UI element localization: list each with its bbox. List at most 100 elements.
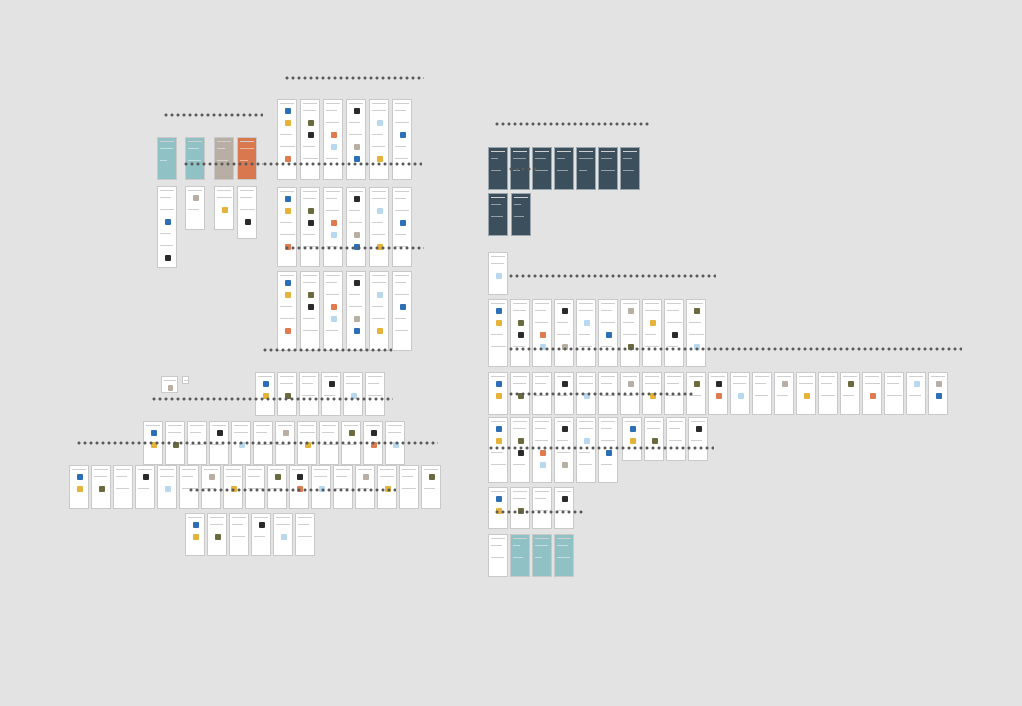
browse-flow-screen[interactable]	[333, 465, 353, 509]
browse-flow-screen[interactable]	[201, 465, 221, 509]
browse-flow-screen[interactable]	[399, 465, 419, 509]
product-grid-flow-screen[interactable]	[369, 99, 389, 180]
order-flow-screen[interactable]	[532, 487, 552, 529]
product-grid-flow-screen[interactable]	[277, 271, 297, 351]
browse-flow-screen[interactable]	[273, 513, 293, 556]
onboarding-flow-screen[interactable]	[157, 186, 177, 268]
product-grid-flow-screen[interactable]	[369, 187, 389, 267]
cart-flow-screen[interactable]	[554, 417, 574, 483]
browse-flow-screen[interactable]	[321, 372, 341, 416]
cart-flow-screen[interactable]	[532, 417, 552, 483]
browse-flow-screen[interactable]	[355, 465, 375, 509]
catalog-flow-screen[interactable]	[686, 372, 706, 415]
catalog-flow-screen[interactable]	[774, 372, 794, 415]
product-grid-flow-screen[interactable]	[392, 187, 412, 267]
product-grid-flow-screen[interactable]	[346, 271, 366, 351]
product-grid-flow-screen[interactable]	[300, 99, 320, 180]
product-detail-flow-screen[interactable]	[642, 299, 662, 367]
product-grid-flow-screen[interactable]	[369, 271, 389, 351]
browse-flow-screen[interactable]	[113, 465, 133, 509]
browse-flow-screen[interactable]	[182, 376, 189, 384]
product-grid-flow-screen[interactable]	[323, 99, 343, 180]
product-detail-flow-screen[interactable]	[598, 299, 618, 367]
cart-flow-screen[interactable]	[510, 417, 530, 483]
product-detail-flow-screen[interactable]	[686, 299, 706, 367]
onboarding-flow-screen[interactable]	[185, 186, 205, 230]
order-flow-screen[interactable]	[554, 487, 574, 529]
browse-flow-screen[interactable]	[311, 465, 331, 509]
catalog-flow-screen[interactable]	[488, 372, 508, 415]
order-flow-screen[interactable]	[488, 487, 508, 529]
product-grid-flow-screen[interactable]	[277, 99, 297, 180]
browse-flow-screen[interactable]	[207, 513, 227, 556]
browse-flow-screen[interactable]	[251, 513, 271, 556]
product-detail-flow-screen[interactable]	[488, 252, 508, 295]
browse-flow-screen[interactable]	[377, 465, 397, 509]
catalog-flow-screen[interactable]	[708, 372, 728, 415]
auth-flow-screen[interactable]	[620, 147, 640, 190]
browse-flow-screen[interactable]	[299, 372, 319, 416]
auth-flow-screen[interactable]	[576, 147, 596, 190]
product-grid-flow-screen[interactable]	[323, 187, 343, 267]
product-grid-flow-screen[interactable]	[323, 271, 343, 351]
onboarding-flow-screen[interactable]	[214, 137, 234, 180]
product-detail-flow-screen[interactable]	[576, 299, 596, 367]
product-detail-flow-screen[interactable]	[488, 299, 508, 367]
onboarding-flow-screen[interactable]	[185, 137, 205, 180]
onboarding-flow-screen[interactable]	[237, 186, 257, 239]
product-detail-flow-screen[interactable]	[620, 299, 640, 367]
cart-flow-screen[interactable]	[488, 417, 508, 483]
catalog-flow-screen[interactable]	[730, 372, 750, 415]
product-grid-flow-screen[interactable]	[346, 99, 366, 180]
catalog-flow-screen[interactable]	[796, 372, 816, 415]
order-flow-screen[interactable]	[488, 534, 508, 577]
auth-flow-screen[interactable]	[598, 147, 618, 190]
product-grid-flow-screen[interactable]	[392, 99, 412, 180]
browse-flow-screen[interactable]	[223, 465, 243, 509]
product-grid-flow-screen[interactable]	[392, 271, 412, 351]
cart-flow-screen[interactable]	[666, 417, 686, 461]
cart-flow-screen[interactable]	[688, 417, 708, 461]
product-detail-flow-screen[interactable]	[554, 299, 574, 367]
catalog-flow-screen[interactable]	[928, 372, 948, 415]
catalog-flow-screen[interactable]	[862, 372, 882, 415]
onboarding-flow-screen[interactable]	[214, 186, 234, 230]
catalog-flow-screen[interactable]	[884, 372, 904, 415]
product-detail-flow-screen[interactable]	[532, 299, 552, 367]
browse-flow-screen[interactable]	[289, 465, 309, 509]
catalog-flow-screen[interactable]	[906, 372, 926, 415]
order-flow-screen[interactable]	[554, 534, 574, 577]
cart-flow-screen[interactable]	[622, 417, 642, 461]
product-grid-flow-screen[interactable]	[277, 187, 297, 267]
product-grid-flow-screen[interactable]	[300, 187, 320, 267]
catalog-flow-screen[interactable]	[752, 372, 772, 415]
browse-flow-screen[interactable]	[157, 465, 177, 509]
browse-flow-screen[interactable]	[277, 372, 297, 416]
cart-flow-screen[interactable]	[598, 417, 618, 483]
browse-flow-screen[interactable]	[255, 372, 275, 416]
product-detail-flow-screen[interactable]	[510, 299, 530, 367]
order-flow-screen[interactable]	[510, 487, 530, 529]
browse-flow-screen[interactable]	[135, 465, 155, 509]
auth-flow-screen[interactable]	[488, 147, 508, 190]
product-grid-flow-screen[interactable]	[300, 271, 320, 351]
browse-flow-screen[interactable]	[421, 465, 441, 509]
browse-flow-screen[interactable]	[267, 465, 287, 509]
browse-flow-screen[interactable]	[229, 513, 249, 556]
onboarding-flow-screen[interactable]	[157, 137, 177, 180]
browse-flow-screen[interactable]	[69, 465, 89, 509]
browse-flow-screen[interactable]	[245, 465, 265, 509]
onboarding-flow-screen[interactable]	[237, 137, 257, 180]
browse-flow-screen[interactable]	[295, 513, 315, 556]
product-detail-flow-screen[interactable]	[664, 299, 684, 367]
order-flow-screen[interactable]	[510, 534, 530, 577]
cart-flow-screen[interactable]	[576, 417, 596, 483]
browse-flow-screen[interactable]	[179, 465, 199, 509]
auth-flow-screen[interactable]	[511, 193, 531, 236]
cart-flow-screen[interactable]	[644, 417, 664, 461]
order-flow-screen[interactable]	[532, 534, 552, 577]
product-grid-flow-screen[interactable]	[346, 187, 366, 267]
auth-flow-screen[interactable]	[488, 193, 508, 236]
browse-flow-screen[interactable]	[91, 465, 111, 509]
